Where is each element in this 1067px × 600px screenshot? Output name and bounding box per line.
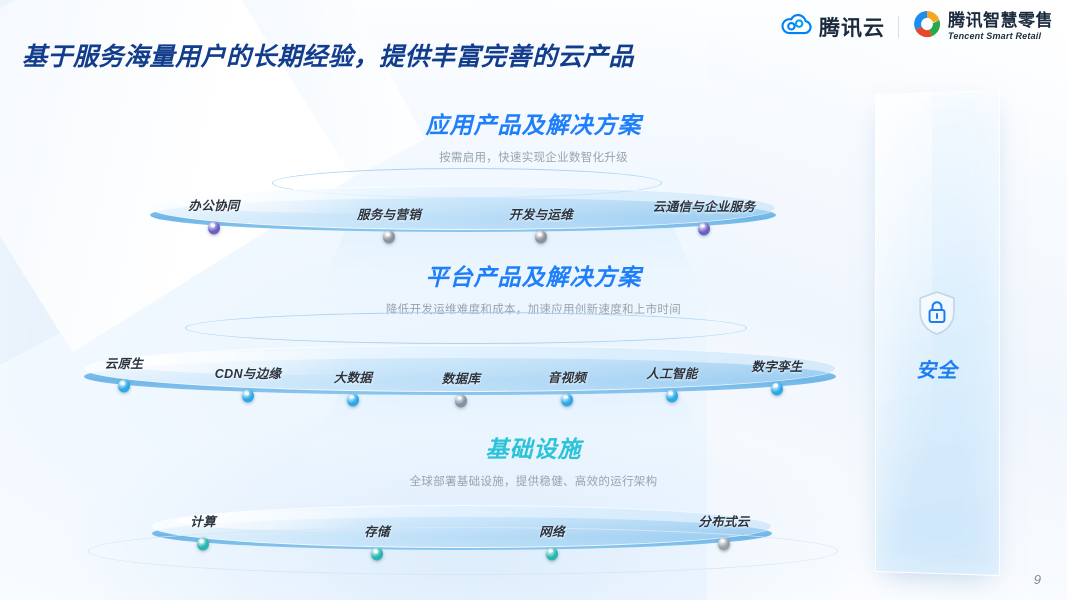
- node-dot-application-0[interactable]: [208, 221, 220, 235]
- shield-lock-icon: [915, 289, 959, 342]
- node-dot-platform-5[interactable]: [666, 389, 678, 403]
- page-number: 9: [1033, 572, 1041, 587]
- tencent-cloud-wordmark: 腾讯云: [819, 16, 885, 40]
- security-content: 安全: [876, 289, 999, 384]
- tencent-smart-retail-icon: [912, 9, 942, 44]
- tencent-cloud-logo: 腾讯云: [779, 11, 885, 42]
- node-label-infrastructure-0: 计算: [190, 515, 216, 530]
- node-dot-platform-2[interactable]: [347, 393, 359, 407]
- node-label-infrastructure-2: 网络: [539, 524, 565, 539]
- node-label-platform-5: 人工智能: [646, 367, 698, 382]
- node-dot-platform-0[interactable]: [118, 379, 130, 393]
- node-dot-infrastructure-0[interactable]: [197, 537, 209, 551]
- security-panel[interactable]: 安全: [874, 89, 1001, 577]
- node-label-application-3: 云通信与企业服务: [652, 199, 756, 214]
- retail-name-cn: 腾讯智慧零售: [948, 11, 1053, 30]
- tencent-smart-retail-wordmark: 腾讯智慧零售 Tencent Smart Retail: [948, 12, 1053, 41]
- node-label-platform-1: CDN与边缘: [214, 367, 282, 382]
- node-label-platform-2: 大数据: [333, 370, 373, 385]
- logo-divider: [898, 15, 899, 38]
- retail-name-en: Tencent Smart Retail: [948, 31, 1042, 41]
- security-label: 安全: [916, 359, 958, 383]
- node-dot-platform-3[interactable]: [455, 394, 467, 408]
- tencent-smart-retail-logo: 腾讯智慧零售 Tencent Smart Retail: [912, 9, 1053, 44]
- tencent-cloud-icon: [779, 11, 813, 42]
- node-label-platform-6: 数字孪生: [751, 359, 803, 374]
- node-label-application-0: 办公协同: [188, 199, 240, 214]
- node-dot-application-2[interactable]: [535, 230, 547, 244]
- node-dot-infrastructure-1[interactable]: [371, 547, 383, 561]
- node-dot-application-3[interactable]: [698, 222, 710, 236]
- node-label-infrastructure-3: 分布式云: [698, 514, 750, 529]
- page-title: 基于服务海量用户的长期经验，提供丰富完善的云产品: [22, 43, 635, 71]
- node-label-application-2: 开发与运维: [508, 208, 574, 223]
- node-label-application-1: 服务与营销: [356, 208, 422, 223]
- node-dot-infrastructure-2[interactable]: [546, 547, 558, 561]
- node-label-infrastructure-1: 存储: [364, 525, 390, 540]
- node-dot-platform-4[interactable]: [561, 393, 573, 407]
- node-label-platform-4: 音视频: [547, 370, 587, 385]
- node-dot-application-1[interactable]: [383, 230, 395, 244]
- node-dot-platform-1[interactable]: [242, 389, 254, 403]
- logo-group: 腾讯云 腾讯智慧零售 Tencent Smart Retail: [779, 9, 1053, 44]
- node-dot-infrastructure-3[interactable]: [718, 537, 730, 551]
- node-label-platform-0: 云原生: [104, 357, 144, 372]
- node-dot-platform-6[interactable]: [771, 382, 783, 396]
- node-label-platform-3: 数据库: [441, 371, 481, 386]
